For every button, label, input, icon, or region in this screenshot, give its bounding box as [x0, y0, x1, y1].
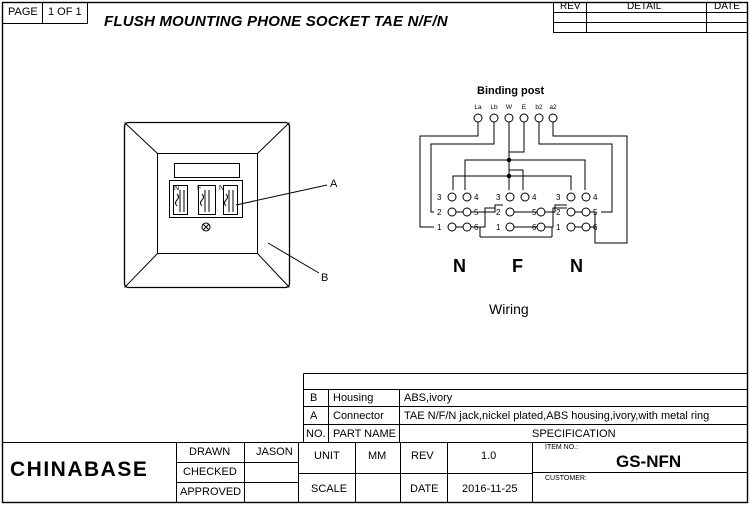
jack-label-n-right: N	[570, 256, 583, 276]
post-label: E	[522, 104, 527, 111]
callout-a: A	[330, 178, 338, 190]
callout-a-leader	[235, 184, 328, 206]
page-number: 1 OF 1	[48, 6, 82, 18]
title-block	[2, 442, 748, 503]
date-label: DATE	[410, 483, 439, 495]
rev-label: REV	[411, 450, 434, 462]
callout-b-leader	[267, 242, 320, 274]
post-label: La	[474, 104, 482, 111]
socket-front-view	[123, 121, 328, 289]
parts-header-name: PART NAME	[333, 428, 396, 440]
revision-table	[553, 2, 748, 33]
wiring-caption: Wiring	[489, 301, 529, 317]
pin-number: 6	[532, 223, 537, 232]
pin-number: 1	[496, 223, 501, 232]
pin-number: 6	[474, 223, 479, 232]
binding-post-title: Binding post	[477, 85, 545, 97]
date-value: 2016-11-25	[462, 483, 518, 495]
page-label: PAGE	[8, 6, 38, 18]
socket-jack-labels: N F N	[174, 185, 224, 192]
item-number: GS-NFN	[616, 452, 682, 471]
pin-number: 6	[593, 223, 598, 232]
scale-label: SCALE	[311, 483, 348, 495]
parts-table	[303, 373, 748, 443]
date-header: DATE	[714, 1, 740, 12]
post-label: a2	[549, 104, 557, 111]
company-logo-text: CHINABASE	[10, 458, 149, 481]
drawing-title: FLUSH MOUNTING PHONE SOCKET TAE N/F/N	[104, 13, 448, 30]
approved-label: APPROVED	[180, 486, 242, 498]
part-spec: ABS,ivory	[404, 392, 453, 404]
pin-number: 2	[496, 208, 501, 217]
parts-header-spec: SPECIFICATION	[532, 428, 616, 440]
pin-number: 5	[474, 208, 479, 217]
unit-value: MM	[368, 450, 387, 462]
part-no: B	[310, 392, 318, 404]
socket-jack-label: F	[197, 185, 201, 192]
callout-b: B	[321, 272, 329, 284]
rev-value: 1.0	[481, 450, 497, 462]
wiring-schematic	[419, 113, 628, 244]
pin-number: 1	[556, 223, 561, 232]
unit-label: UNIT	[314, 450, 340, 462]
jack-label-n-left: N	[453, 256, 466, 276]
socket-jack-label: N	[174, 185, 179, 192]
checked-label: CHECKED	[183, 466, 237, 478]
post-label: b2	[535, 104, 543, 111]
pin-numbers: 3 4 3 4 3 4 2 5 2 5 2 5 1 6 1 6 1 6	[437, 193, 598, 232]
pin-number: 5	[532, 208, 537, 217]
part-name: Housing	[333, 392, 374, 404]
drawn-value: JASON	[256, 446, 293, 458]
customer-label: CUSTOMER:	[545, 475, 587, 482]
pin-number: 4	[474, 193, 479, 202]
pin-number: 3	[496, 193, 501, 202]
pin-number: 4	[593, 193, 598, 202]
pin-number: 1	[437, 223, 442, 232]
pin-number: 2	[556, 208, 561, 217]
pin-number: 3	[437, 193, 442, 202]
item-no-label: ITEM NO.:	[545, 444, 579, 451]
rev-header: REV	[560, 1, 581, 12]
socket-jack-label: N	[219, 185, 224, 192]
drawn-label: DRAWN	[189, 446, 231, 458]
part-name: Connector	[333, 410, 384, 422]
pin-number: 2	[437, 208, 442, 217]
pin-number: 4	[532, 193, 537, 202]
jack-label-f: F	[512, 256, 523, 276]
part-no: A	[310, 410, 318, 422]
parts-header-no: NO.	[306, 428, 326, 440]
part-spec: TAE N/F/N jack,nickel plated,ABS housing…	[404, 410, 710, 422]
post-labels: La Lb W E b2 a2	[474, 104, 557, 111]
post-label: W	[506, 104, 513, 111]
post-label: Lb	[490, 104, 498, 111]
detail-header: DETAIL	[627, 1, 662, 12]
pin-number: 5	[593, 208, 598, 217]
pin-number: 3	[556, 193, 561, 202]
